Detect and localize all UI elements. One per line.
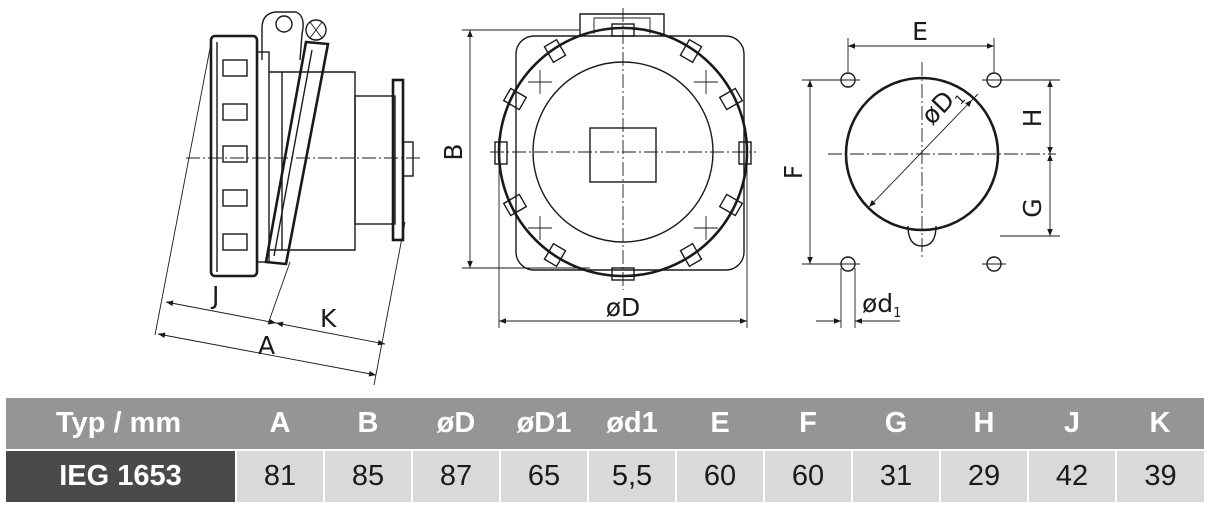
table-header-cell: F <box>764 398 852 451</box>
table-cell: 87 <box>411 450 500 502</box>
table-header-cell: H <box>940 398 1028 451</box>
dim-label-e: E <box>912 17 928 46</box>
dim-label-g: G <box>1018 198 1047 217</box>
table-cell: 39 <box>1115 450 1204 502</box>
table-cell: 85 <box>323 450 412 502</box>
table-cell: 5,5 <box>587 450 676 502</box>
side-view: J K A <box>154 11 420 386</box>
dim-label-k: K <box>320 304 337 333</box>
dim-label-a: A <box>258 331 275 360</box>
dim-label-j: J <box>210 281 219 310</box>
table-header-cell: E <box>676 398 764 451</box>
table-cell: 31 <box>851 450 940 502</box>
table-cell: 81 <box>235 450 324 502</box>
table-header-cell: ød1 <box>588 398 676 451</box>
table-cell: 29 <box>939 450 1028 502</box>
table-row: IEG 1653 81 85 87 65 5,5 60 60 31 29 42 … <box>6 450 1204 502</box>
table-cell: 42 <box>1027 450 1116 502</box>
table-header-cell: øD <box>412 398 500 451</box>
table-header-cell: A <box>236 398 324 451</box>
table-header-cell: øD1 <box>500 398 588 451</box>
dimensions-table: Typ / mm A B øD øD1 ød1 E F G H J K IEG … <box>6 398 1204 502</box>
dim-label-h: H <box>1018 109 1047 128</box>
table-header-cell: B <box>324 398 412 451</box>
mounting-view: øD1 E F H G ød1 <box>779 17 1060 328</box>
table-header-cell: G <box>852 398 940 451</box>
table-header-cell: K <box>1116 398 1204 451</box>
table-cell: 65 <box>499 450 588 502</box>
dim-label-hole-d1: ød1 <box>862 289 901 321</box>
table-header-cell: J <box>1028 398 1116 451</box>
dim-label-f: F <box>779 165 808 179</box>
table-header-cell: Typ / mm <box>6 398 236 451</box>
front-view: B øD <box>439 8 756 328</box>
table-cell-type: IEG 1653 <box>6 450 236 502</box>
table-header-row: Typ / mm A B øD øD1 ød1 E F G H J K <box>6 398 1204 451</box>
technical-drawing: J K A <box>154 8 1060 386</box>
table-cell: 60 <box>763 450 852 502</box>
dim-label-b: B <box>439 143 468 160</box>
table-cell: 60 <box>675 450 764 502</box>
dim-label-diameter-d: øD <box>606 293 641 322</box>
